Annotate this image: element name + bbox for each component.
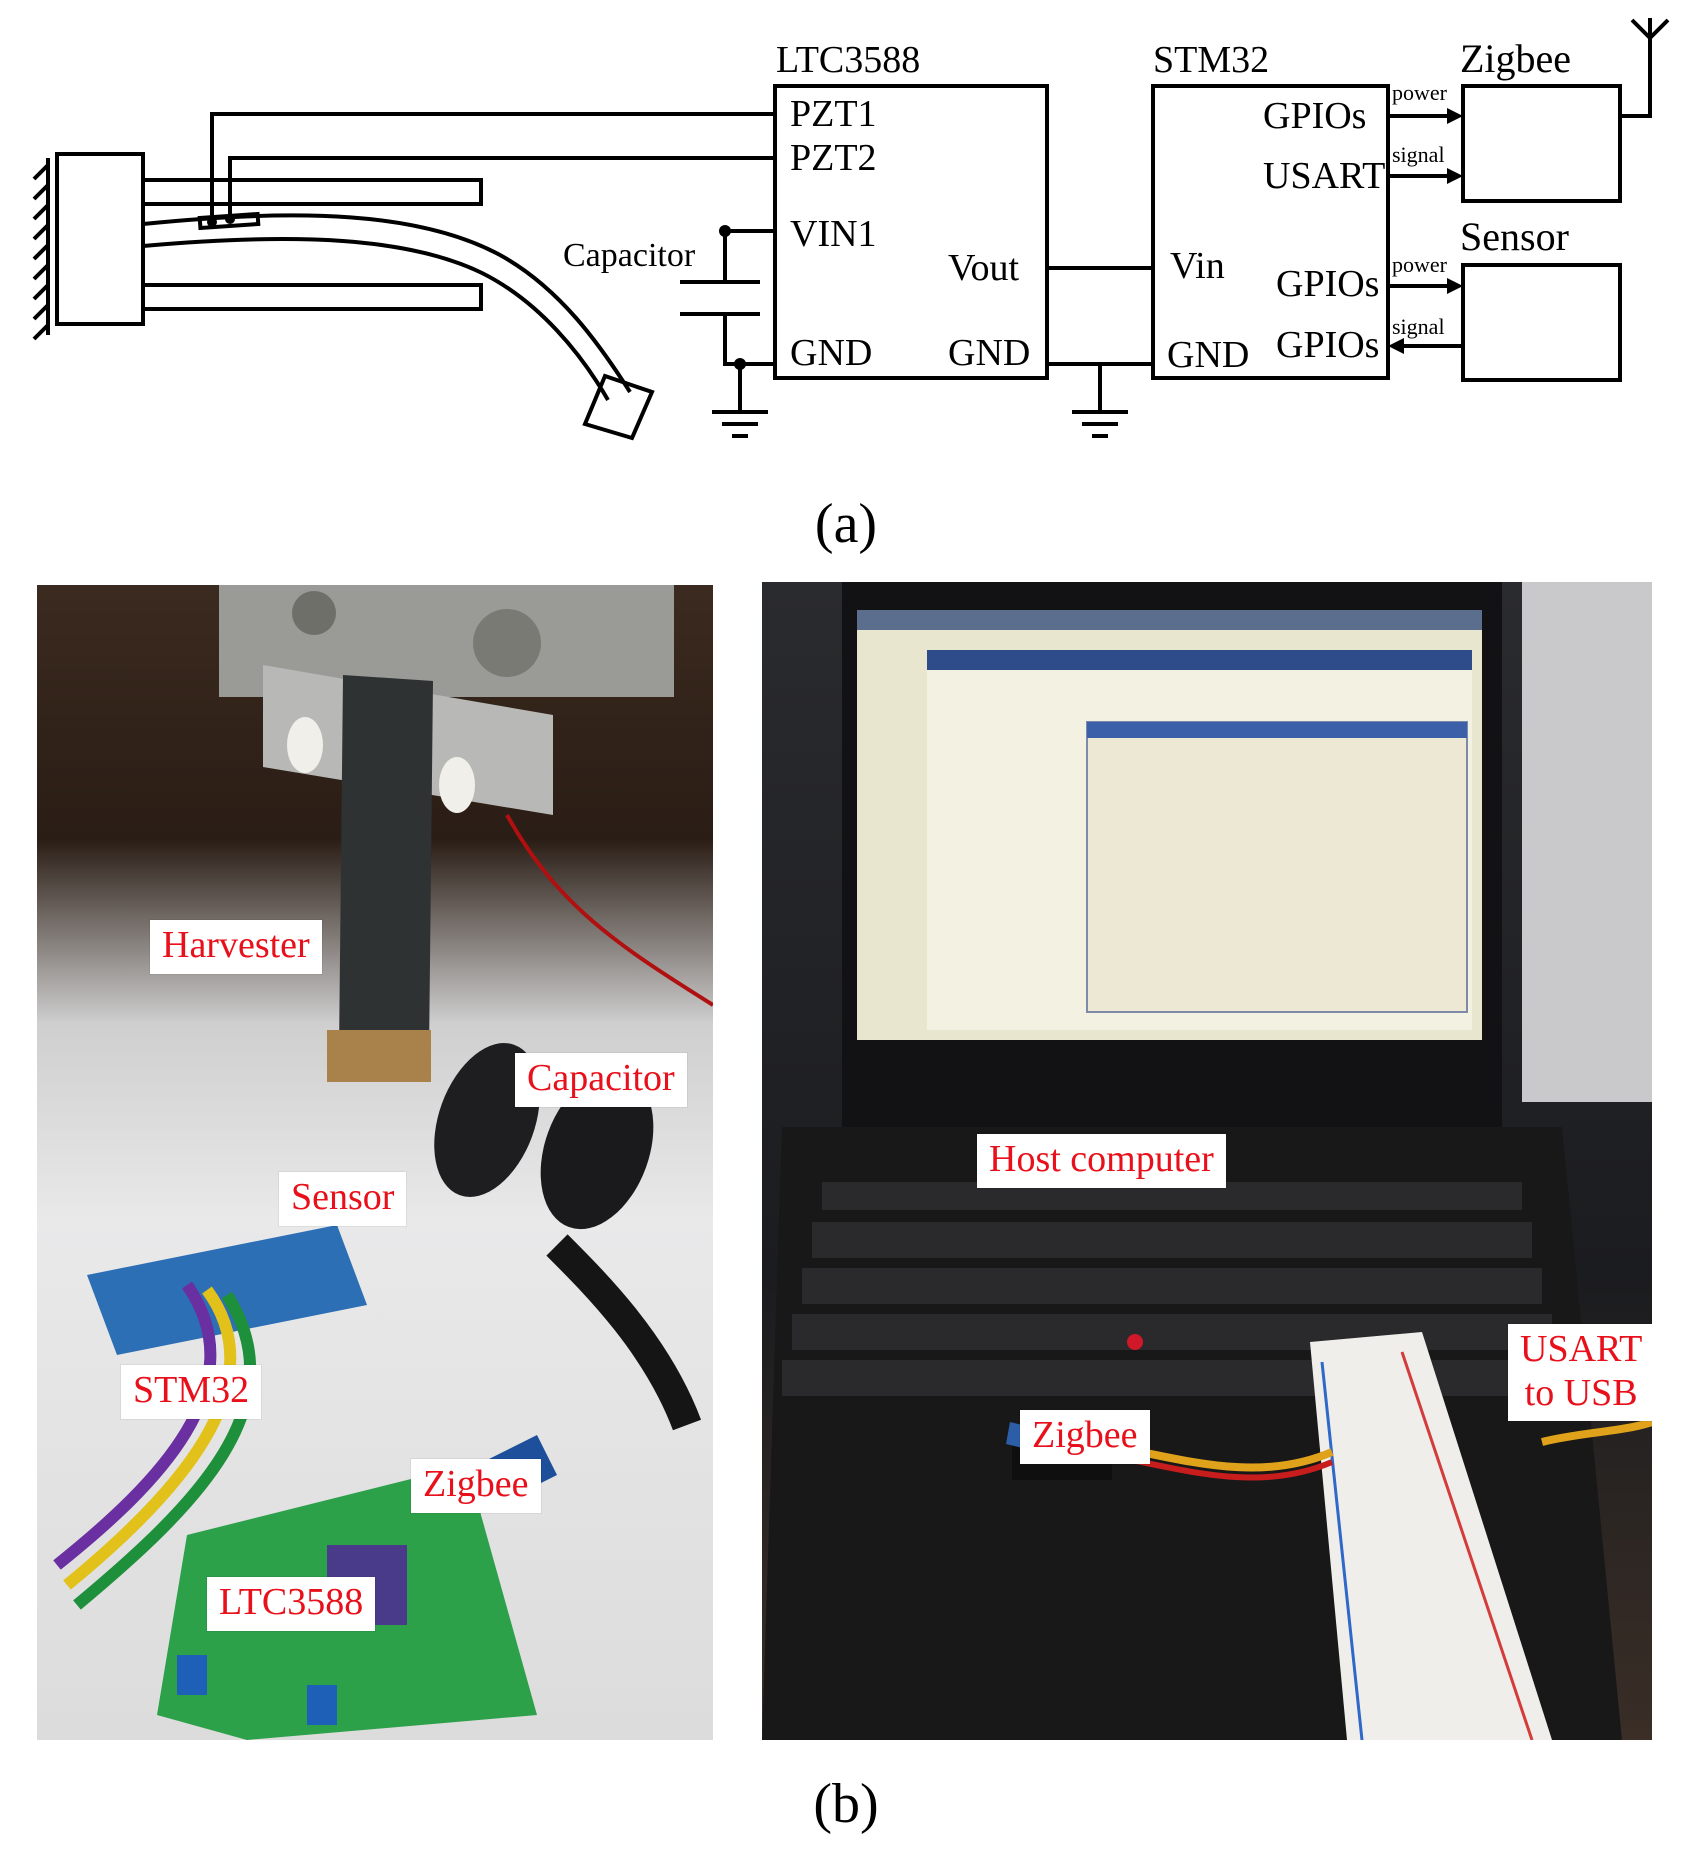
tag-usart-line1: USART bbox=[1520, 1328, 1643, 1370]
pin-usart: USART bbox=[1263, 155, 1385, 197]
tag-capacitor-photo: Capacitor bbox=[515, 1053, 687, 1107]
photo-harvester-illustration bbox=[53, 585, 713, 1740]
stm32-title: STM32 bbox=[1153, 39, 1269, 81]
arrow-label-sensor-power: power bbox=[1392, 252, 1448, 277]
pin-gnd-stm: GND bbox=[1167, 334, 1249, 376]
sensor-title: Sensor bbox=[1460, 214, 1569, 259]
tag-zigbee-photo-left: Zigbee bbox=[411, 1459, 541, 1513]
ltc3588-title: LTC3588 bbox=[776, 39, 920, 81]
pin-gpios-2: GPIOs bbox=[1276, 263, 1379, 305]
panel-label-b: (b) bbox=[813, 1773, 879, 1835]
pin-pzt1: PZT1 bbox=[790, 93, 877, 135]
pin-vout: Vout bbox=[948, 247, 1020, 289]
pin-vin-stm: Vin bbox=[1170, 245, 1225, 287]
circuit-diagram: LTC3588 PZT1 PZT2 VIN1 GND Vout GND Capa… bbox=[32, 18, 1670, 441]
arrow-label-sensor-signal: signal bbox=[1392, 314, 1445, 339]
pin-gpios-3: GPIOs bbox=[1276, 324, 1379, 366]
arrow-label-zigbee-power: power bbox=[1392, 80, 1448, 105]
arrow-label-zigbee-signal: signal bbox=[1392, 142, 1445, 167]
pin-gnd-ltc-right: GND bbox=[948, 332, 1030, 374]
photo-harvester-setup: Harvester Capacitor Sensor STM32 Zigbee … bbox=[37, 585, 713, 1740]
pin-pzt2: PZT2 bbox=[790, 137, 877, 179]
panel-label-a: (a) bbox=[814, 493, 878, 555]
tag-host-computer: Host computer bbox=[977, 1134, 1226, 1188]
tag-stm32-photo: STM32 bbox=[121, 1365, 262, 1419]
zigbee-title: Zigbee bbox=[1460, 36, 1571, 81]
tag-sensor-photo: Sensor bbox=[279, 1172, 407, 1226]
capacitor-label: Capacitor bbox=[563, 237, 696, 274]
photo-host-computer: Host computer Zigbee USART to USB bbox=[762, 582, 1652, 1740]
tag-harvester: Harvester bbox=[150, 920, 322, 974]
tag-usart-line2: to USB bbox=[1524, 1371, 1638, 1414]
pin-vin1: VIN1 bbox=[790, 213, 877, 255]
tag-ltc3588-photo: LTC3588 bbox=[207, 1577, 376, 1631]
photo-laptop-illustration bbox=[762, 582, 1652, 1740]
tag-zigbee-photo-right: Zigbee bbox=[1020, 1410, 1150, 1464]
pin-gnd-ltc-left: GND bbox=[790, 332, 872, 374]
pin-gpios-1: GPIOs bbox=[1263, 95, 1366, 137]
tag-usart-to-usb: USART to USB bbox=[1508, 1324, 1652, 1422]
